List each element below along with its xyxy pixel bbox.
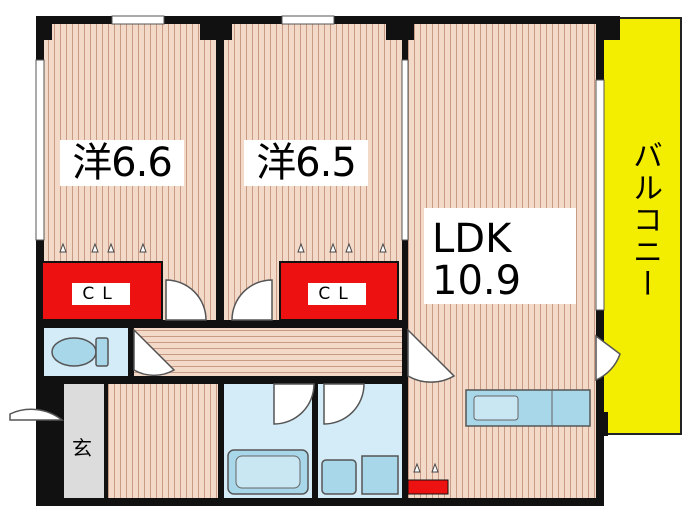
ldk-label-line2: 10.9 [432,258,522,304]
pillar [36,16,52,40]
entrance-label: 玄 [72,432,92,461]
closet-door-marks [59,242,387,253]
entrance-text: 玄 [72,436,92,460]
washing-machine-space [361,455,399,495]
hallway-floor [134,328,402,376]
balcony-label: バルコニー [622,140,666,300]
pillar [386,16,414,40]
closet-2-text: CL [318,284,356,304]
bathtub-inner [235,455,301,489]
balcony-text: バルコニー [627,140,662,300]
pillar [596,412,608,436]
western-room-2-text: 洋6.5 [256,140,357,186]
western-room-1-text: 洋6.6 [72,140,173,186]
ldk-label: LDK 10.9 [424,208,576,304]
western-room-2-label: 洋6.5 [244,140,368,186]
toilet-fixture [51,337,109,367]
door-swings [9,279,621,425]
closet-1-text: CL [82,284,120,304]
western-room-1-label: 洋6.6 [60,140,184,186]
interior-walls [36,16,408,506]
hallway-lower-floor [108,384,218,498]
cabinet-marks [413,462,439,473]
washbasin [321,459,357,495]
pillar [200,16,232,40]
closet-1-label: CL [72,283,130,305]
entrance-step [104,384,108,498]
windows [35,15,605,311]
closet-2-label: CL [308,283,366,305]
entrance-floor [64,384,104,498]
cabinet-red [407,479,449,495]
closet-2 [279,261,399,321]
pillar [596,16,620,40]
ldk-label-line1: LDK [432,216,512,262]
kitchen-sink [473,395,519,421]
